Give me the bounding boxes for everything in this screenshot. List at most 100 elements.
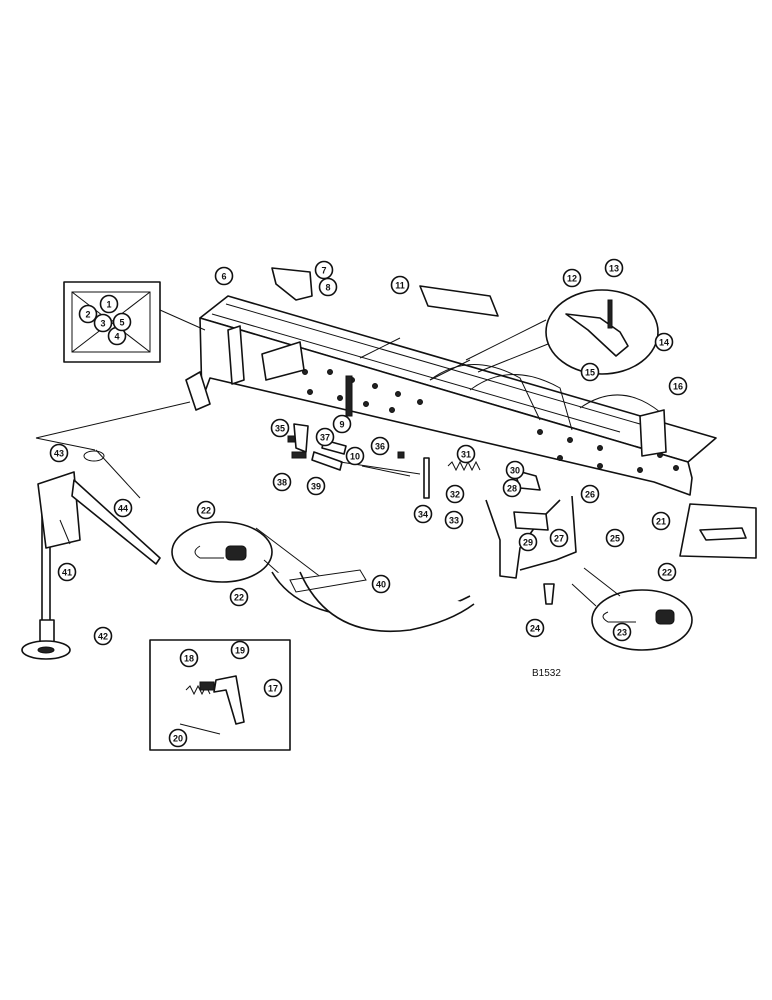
- callout-30: 30: [505, 460, 525, 480]
- callout-44: 44: [113, 498, 133, 518]
- callout-22: 22: [196, 500, 216, 520]
- svg-text:40: 40: [376, 580, 386, 590]
- svg-text:41: 41: [62, 568, 72, 578]
- svg-text:28: 28: [507, 484, 517, 494]
- bracket-16: [639, 409, 667, 457]
- svg-text:22: 22: [234, 593, 244, 603]
- callout-13: 13: [604, 258, 624, 278]
- callout-42: 42: [93, 626, 113, 646]
- svg-text:10: 10: [350, 452, 360, 462]
- callout-22: 22: [657, 562, 677, 582]
- callout-9: 9: [332, 414, 352, 434]
- svg-text:44: 44: [118, 504, 128, 514]
- callout-35: 35: [270, 418, 290, 438]
- callout-33: 33: [444, 510, 464, 530]
- bracket-7: [271, 267, 313, 301]
- svg-text:25: 25: [610, 534, 620, 544]
- callout-7: 7: [314, 260, 334, 280]
- svg-text:32: 32: [450, 490, 460, 500]
- svg-text:31: 31: [461, 450, 471, 460]
- callout-10: 10: [345, 446, 365, 466]
- svg-text:35: 35: [275, 424, 285, 434]
- callout-17: 17: [263, 678, 283, 698]
- callout-24: 24: [525, 618, 545, 638]
- svg-text:27: 27: [554, 534, 564, 544]
- spring-31-32: [447, 460, 481, 472]
- svg-text:34: 34: [418, 510, 428, 520]
- callout-20: 20: [168, 728, 188, 748]
- callout-29: 29: [518, 532, 538, 552]
- svg-text:24: 24: [530, 624, 540, 634]
- svg-text:12: 12: [567, 274, 577, 284]
- svg-text:39: 39: [311, 482, 321, 492]
- callout-16: 16: [668, 376, 688, 396]
- callouts: 1234567891011121314151617181920212223242…: [49, 258, 688, 748]
- callout-36: 36: [370, 436, 390, 456]
- callout-11: 11: [390, 275, 410, 295]
- callout-1: 1: [99, 294, 119, 314]
- svg-text:36: 36: [375, 442, 385, 452]
- callout-15: 15: [580, 362, 600, 382]
- svg-text:21: 21: [656, 517, 666, 527]
- plate-11: [419, 285, 499, 317]
- svg-text:19: 19: [235, 646, 245, 656]
- callout-14: 14: [654, 332, 674, 352]
- svg-text:14: 14: [659, 338, 669, 348]
- svg-text:33: 33: [449, 516, 459, 526]
- svg-text:11: 11: [395, 281, 405, 291]
- callout-22: 22: [229, 587, 249, 607]
- callout-41: 41: [57, 562, 77, 582]
- callout-28: 28: [502, 478, 522, 498]
- callout-23: 23: [612, 622, 632, 642]
- svg-text:37: 37: [320, 433, 330, 443]
- inset-hitch-clip: [465, 289, 659, 375]
- svg-text:43: 43: [54, 449, 64, 459]
- jack-stand: [21, 449, 161, 660]
- svg-text:3: 3: [100, 319, 105, 329]
- drawing-code: B1532: [532, 668, 561, 679]
- svg-text:20: 20: [173, 734, 183, 744]
- svg-text:26: 26: [585, 490, 595, 500]
- callout-25: 25: [605, 528, 625, 548]
- svg-text:8: 8: [325, 283, 330, 293]
- svg-text:16: 16: [673, 382, 683, 392]
- callout-2: 2: [78, 304, 98, 324]
- svg-text:13: 13: [609, 264, 619, 274]
- callout-40: 40: [371, 574, 391, 594]
- callout-8: 8: [318, 277, 338, 297]
- svg-text:18: 18: [184, 654, 194, 664]
- callout-5: 5: [112, 312, 132, 332]
- rod-34: [423, 457, 430, 499]
- callout-3: 3: [93, 313, 113, 333]
- svg-text:2: 2: [85, 310, 90, 320]
- svg-text:23: 23: [617, 628, 627, 638]
- svg-text:9: 9: [339, 420, 344, 430]
- callout-34: 34: [413, 504, 433, 524]
- callout-38: 38: [272, 472, 292, 492]
- callout-37: 37: [315, 427, 335, 447]
- inset-spring-pin-right: [571, 567, 693, 651]
- inset-plate-21: [679, 503, 757, 559]
- frame-holes: [302, 369, 679, 473]
- svg-text:17: 17: [268, 684, 278, 694]
- callout-43: 43: [49, 443, 69, 463]
- runner-40: [271, 569, 475, 633]
- callout-26: 26: [580, 484, 600, 504]
- callout-18: 18: [179, 648, 199, 668]
- callout-32: 32: [445, 484, 465, 504]
- svg-text:15: 15: [585, 368, 595, 378]
- callout-19: 19: [230, 640, 250, 660]
- svg-text:1: 1: [106, 300, 111, 310]
- svg-text:22: 22: [662, 568, 672, 578]
- main-frame: [185, 295, 717, 496]
- svg-text:4: 4: [114, 332, 119, 342]
- svg-text:38: 38: [277, 478, 287, 488]
- svg-text:6: 6: [221, 272, 226, 282]
- svg-text:30: 30: [510, 466, 520, 476]
- svg-text:22: 22: [201, 506, 211, 516]
- svg-text:42: 42: [98, 632, 108, 642]
- callout-6: 6: [214, 266, 234, 286]
- callout-12: 12: [562, 268, 582, 288]
- callout-21: 21: [651, 511, 671, 531]
